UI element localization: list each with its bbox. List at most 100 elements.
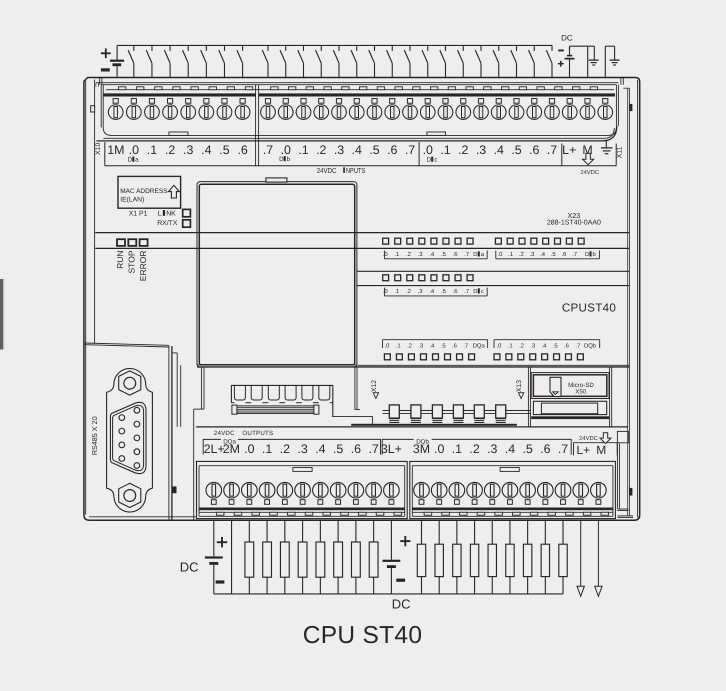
svg-text:.0: .0 — [496, 343, 502, 350]
svg-text:.4: .4 — [540, 251, 546, 258]
svg-text:2M: 2M — [223, 442, 240, 456]
svg-text:.4: .4 — [505, 442, 515, 456]
svg-text:.5: .5 — [441, 288, 447, 295]
svg-text:.5: .5 — [219, 143, 229, 157]
svg-text:.0: .0 — [129, 143, 139, 157]
svg-text:.7: .7 — [464, 251, 469, 258]
svg-text:.6: .6 — [237, 143, 247, 157]
svg-text:24VDC: 24VDC — [214, 430, 235, 437]
svg-text:b: b — [592, 251, 596, 258]
svg-text:D: D — [585, 251, 589, 258]
svg-text:.6: .6 — [453, 288, 459, 295]
svg-text:D: D — [128, 156, 133, 163]
svg-text:.4: .4 — [315, 442, 325, 456]
svg-text:.1: .1 — [298, 143, 308, 157]
svg-text:.5: .5 — [441, 343, 447, 350]
svg-text:.5: .5 — [553, 343, 559, 350]
svg-text:.0: .0 — [434, 442, 444, 456]
svg-text:.4: .4 — [429, 343, 435, 350]
svg-text:RUN: RUN — [115, 251, 125, 269]
svg-text:CPUST40: CPUST40 — [562, 301, 616, 314]
svg-text:.5: .5 — [333, 442, 343, 456]
svg-text:M: M — [596, 443, 606, 457]
svg-text:L+: L+ — [576, 443, 590, 457]
svg-text:.1: .1 — [508, 251, 513, 258]
svg-text:DQa: DQa — [473, 343, 486, 350]
svg-text:.2: .2 — [519, 251, 524, 258]
svg-text:2L+: 2L+ — [204, 442, 225, 456]
svg-text:.3: .3 — [487, 442, 497, 456]
svg-text:IE(LAN): IE(LAN) — [120, 197, 144, 204]
svg-text:.0: .0 — [385, 343, 391, 350]
svg-text:.6: .6 — [453, 251, 459, 258]
svg-text:X12: X12 — [371, 380, 378, 392]
svg-text:.0: .0 — [498, 251, 504, 258]
svg-text:DQb: DQb — [416, 438, 429, 445]
svg-text:.7: .7 — [547, 143, 557, 157]
svg-text:.7: .7 — [405, 143, 415, 157]
svg-text:.1: .1 — [396, 343, 401, 350]
svg-text:.3: .3 — [183, 143, 193, 157]
svg-text:.7: .7 — [572, 251, 577, 258]
svg-text:a: a — [481, 252, 485, 258]
svg-text:.7: .7 — [263, 143, 273, 157]
svg-text:.5: .5 — [369, 143, 379, 157]
svg-text:3L+: 3L+ — [381, 442, 402, 456]
svg-text:.7: .7 — [463, 343, 468, 350]
svg-text:STOP: STOP — [127, 250, 137, 273]
svg-text:.7: .7 — [368, 442, 378, 456]
svg-text:RS485 X 20: RS485 X 20 — [90, 416, 99, 455]
svg-text:.7: .7 — [575, 343, 580, 350]
svg-text:.2: .2 — [316, 143, 326, 157]
svg-text:DQb: DQb — [584, 343, 597, 350]
svg-text:NK: NK — [166, 211, 176, 218]
svg-text:.2: .2 — [519, 343, 524, 350]
svg-text:.1: .1 — [262, 442, 272, 456]
svg-text:X1 P1: X1 P1 — [129, 211, 148, 218]
svg-text:.2: .2 — [280, 442, 290, 456]
svg-text:DQa: DQa — [223, 438, 236, 445]
svg-text:.6: .6 — [564, 343, 570, 350]
svg-text:.5: .5 — [441, 251, 447, 258]
svg-text:1M: 1M — [107, 143, 124, 157]
svg-text:CPU ST40: CPU ST40 — [303, 622, 423, 649]
svg-text:Micro-SD: Micro-SD — [568, 382, 594, 389]
svg-text:24VDC: 24VDC — [579, 435, 598, 442]
svg-text:DC: DC — [392, 597, 411, 612]
svg-text:.6: .6 — [351, 442, 361, 456]
svg-text:M: M — [582, 143, 592, 157]
svg-text:.3: .3 — [529, 251, 535, 258]
svg-text:X23: X23 — [568, 211, 581, 220]
svg-text:b: b — [287, 156, 291, 163]
svg-text:.3: .3 — [418, 343, 424, 350]
svg-text:.3: .3 — [418, 288, 424, 295]
svg-text:DC: DC — [180, 559, 199, 574]
svg-text:.4: .4 — [429, 251, 435, 258]
svg-text:X11: X11 — [616, 146, 623, 158]
svg-text:.0: .0 — [281, 143, 291, 157]
svg-text:MAC ADDRESS: MAC ADDRESS — [120, 188, 168, 195]
svg-text:.4: .4 — [542, 343, 548, 350]
svg-text:.6: .6 — [387, 143, 397, 157]
svg-text:.0: .0 — [383, 251, 389, 258]
svg-text:c: c — [434, 156, 437, 163]
svg-text:.2: .2 — [469, 442, 479, 456]
svg-text:c: c — [481, 289, 484, 295]
svg-text:NPUTS: NPUTS — [346, 166, 366, 175]
svg-text:.1: .1 — [147, 143, 157, 157]
svg-text:D: D — [473, 251, 477, 258]
svg-text:X13: X13 — [516, 380, 523, 392]
svg-text:RX/TX: RX/TX — [157, 220, 178, 227]
svg-text:.1: .1 — [394, 288, 399, 295]
svg-text:.7: .7 — [558, 442, 568, 456]
svg-text:.2: .2 — [407, 343, 412, 350]
svg-text:.4: .4 — [429, 288, 435, 295]
svg-text:.6: .6 — [452, 343, 458, 350]
svg-text:.3: .3 — [418, 251, 424, 258]
svg-text:.6: .6 — [529, 143, 539, 157]
svg-text:.7: .7 — [464, 288, 469, 295]
svg-text:DC: DC — [561, 34, 573, 43]
svg-text:.0: .0 — [423, 143, 433, 157]
svg-text:.2: .2 — [406, 251, 411, 258]
svg-text:24VDC: 24VDC — [317, 166, 337, 175]
